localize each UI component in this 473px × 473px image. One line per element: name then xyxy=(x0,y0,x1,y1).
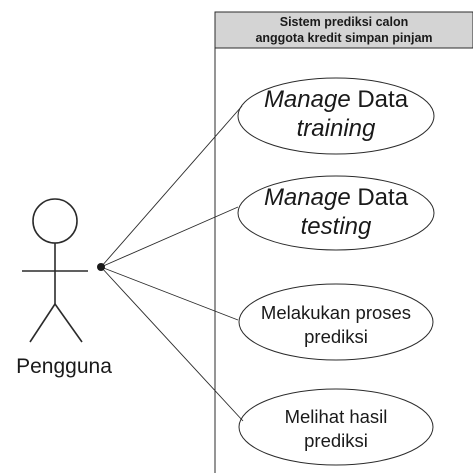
association-line-melakukan-proses-prediksi xyxy=(100,266,239,321)
use-case-label: Melihat hasil prediksi xyxy=(285,406,388,451)
use-case-ellipse xyxy=(238,388,434,466)
association-line-manage-data-training xyxy=(100,105,243,268)
association-line-melihat-hasil-prediksi xyxy=(100,266,244,422)
use-case-label-segment: Melihat hasil xyxy=(285,406,388,427)
use-case-label-segment: Data xyxy=(351,86,409,113)
use-case-label-segment: prediksi xyxy=(304,326,368,347)
system-boundary: Sistem prediksi calon anggota kredit sim… xyxy=(214,11,473,473)
actor-pengguna: Pengguna xyxy=(16,198,112,378)
use-case-label-segment: prediksi xyxy=(304,430,368,451)
associations xyxy=(100,105,244,422)
actor-left-leg xyxy=(29,303,56,343)
use-case-label-segment: testing xyxy=(301,213,372,240)
system-boundary-title-line-2: anggota kredit simpan pinjam xyxy=(255,31,432,45)
actor-head xyxy=(32,198,78,244)
use-case-label-segment: Melakukan proses xyxy=(261,302,411,323)
actor-right-leg xyxy=(54,303,83,343)
use-case-label: Melakukan proses prediksi xyxy=(261,302,411,347)
use-case-ellipse xyxy=(237,175,435,251)
association-line-manage-data-testing xyxy=(100,206,239,268)
use-case-melakukan-proses-prediksi: Melakukan proses prediksi xyxy=(238,283,434,361)
use-case-label-segment: Data xyxy=(351,184,409,211)
use-case-label-segment: Manage xyxy=(264,184,351,211)
actor-connector-dot xyxy=(97,263,105,271)
system-boundary-title-line-1: Sistem prediksi calon xyxy=(280,15,409,29)
use-case-melihat-hasil-prediksi: Melihat hasil prediksi xyxy=(238,388,434,466)
system-boundary-title-band xyxy=(214,11,473,49)
use-case-ellipse xyxy=(238,283,434,361)
use-case-ellipse xyxy=(237,77,435,155)
actor-label: Pengguna xyxy=(16,355,112,378)
use-case-label-segment: Manage xyxy=(264,86,351,113)
use-case-label-segment: training xyxy=(297,115,376,142)
